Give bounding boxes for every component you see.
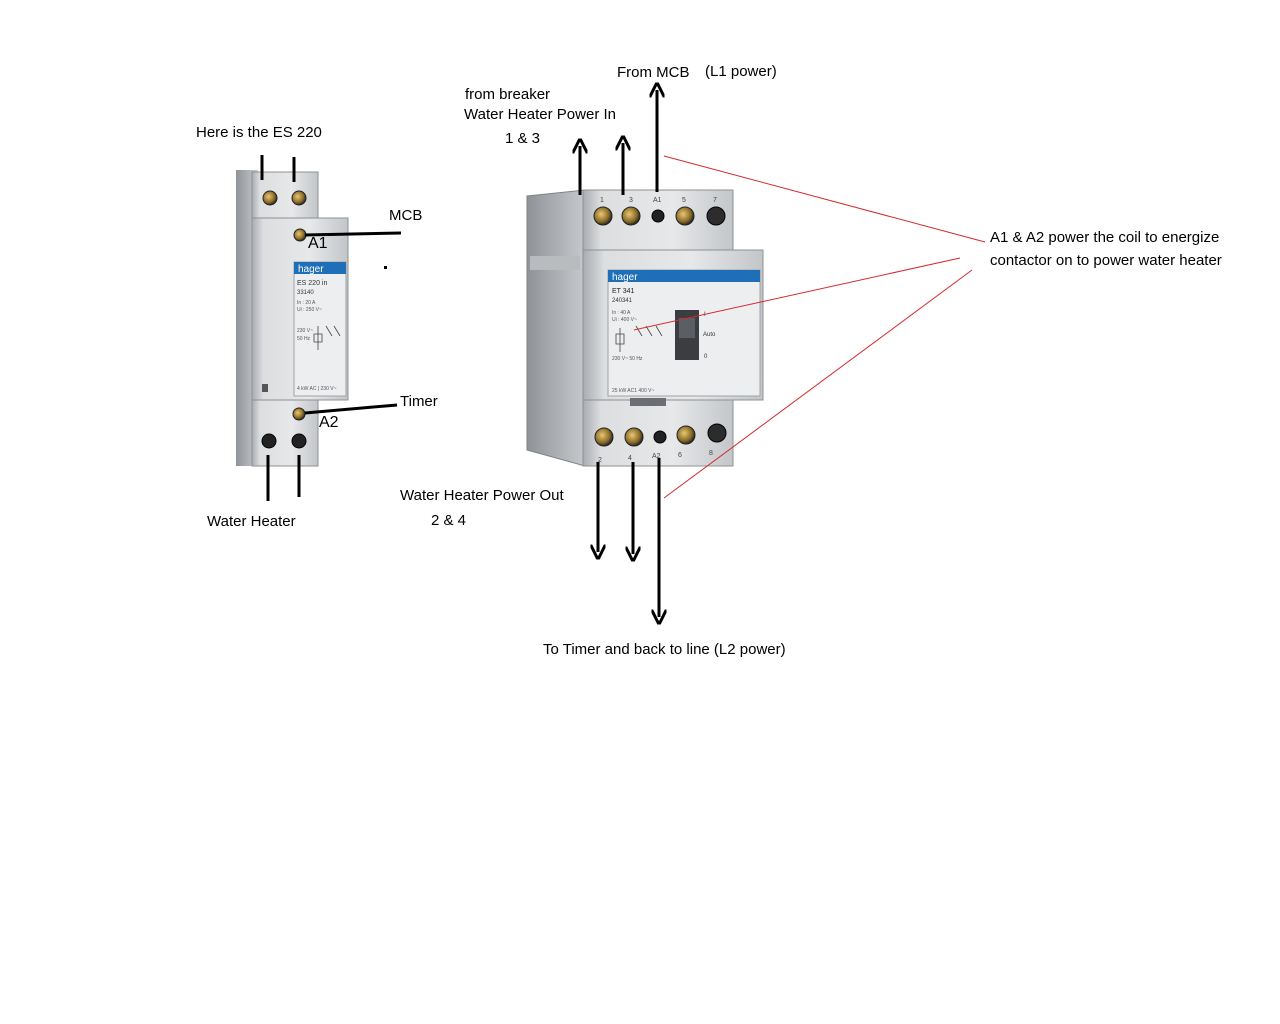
et341-terminal-7 <box>706 206 726 226</box>
es220-screw-a1 <box>293 228 307 242</box>
label-power-in: Water Heater Power In <box>464 106 616 123</box>
et341-terminal-2 <box>594 427 614 447</box>
label-from-mcb: From MCB <box>617 64 690 81</box>
es220-din-slot <box>262 384 268 392</box>
es220-label-a2: A2 <box>319 414 339 431</box>
et341-top-num-3: 3 <box>629 197 633 204</box>
et341-top-terminals: 1 3 A1 5 7 <box>593 197 726 226</box>
es220-brand: hager <box>298 264 324 275</box>
et341-switch-auto: Auto <box>703 332 716 338</box>
et341-bottom-text: 25 kW AC1 400 V~ <box>612 388 654 394</box>
et341-bottom-terminals: 2 4 A2 6 8 <box>594 423 727 464</box>
label-to-timer: To Timer and back to line (L2 power) <box>543 641 786 658</box>
et341-spec-2: Ui : 400 V~ <box>612 317 637 323</box>
label-l1-power: (L1 power) <box>705 63 777 80</box>
es220-wire-mcb <box>304 231 402 237</box>
es220-ref: 33140 <box>297 290 314 296</box>
et341-top-num-a1: A1 <box>653 197 662 204</box>
et341-bottom-num-8: 8 <box>709 450 713 457</box>
et341-switch-off: 0 <box>704 354 708 360</box>
es220-screw-bottom-2 <box>291 433 307 449</box>
annotation-line-a1 <box>663 155 986 243</box>
et341-bottom-num-a2: A2 <box>652 453 661 460</box>
stray-dot <box>384 266 387 269</box>
et341-device: hager ET 341 240341 In : 40 A Ui : 400 V… <box>526 189 764 467</box>
es220-coil-2: 50 Hz <box>297 336 311 342</box>
es220-wires <box>260 155 402 501</box>
es220-label-water-heater: Water Heater <box>207 513 296 530</box>
et341-terminal-4 <box>624 427 644 447</box>
es220-spec-1: In : 20 A <box>297 300 316 306</box>
es220-label-mcb: MCB <box>389 207 422 224</box>
et341-ref: 240341 <box>612 298 633 304</box>
et341-terminal-a2 <box>653 430 667 444</box>
es220-brand-bar <box>294 262 346 274</box>
et341-brand-bar <box>608 270 760 282</box>
label-from-breaker: from breaker <box>465 86 550 103</box>
annotation-line-a2 <box>663 269 973 499</box>
es220-spec-2: Ui : 250 V~ <box>297 307 322 313</box>
et341-side-groove <box>530 256 580 270</box>
es220-screw-top-1 <box>262 190 278 206</box>
es220-screw-top-2 <box>291 190 307 206</box>
et341-schematic <box>615 325 663 352</box>
et341-switch-on: I <box>704 312 706 318</box>
et341-brand: hager <box>612 272 638 283</box>
es220-label-timer: Timer <box>400 393 438 410</box>
es220-label-plate <box>293 261 347 397</box>
es220-coil-1: 230 V~ <box>297 328 313 334</box>
et341-model: ET 341 <box>612 288 635 295</box>
annotation-line-coil <box>633 257 961 331</box>
et341-terminal-1 <box>593 206 613 226</box>
et341-terminal-a1 <box>651 209 665 223</box>
et341-top-num-7: 7 <box>713 197 717 204</box>
et341-din-latch <box>630 398 666 406</box>
et341-top-num-1: 1 <box>600 197 604 204</box>
et341-terminal-3 <box>621 206 641 226</box>
et341-bottom-num-6: 6 <box>678 452 682 459</box>
et341-bottom-num-4: 4 <box>628 455 632 462</box>
annotation-note: A1 & A2 power the coil to energize conta… <box>990 229 1222 269</box>
es220-wire-timer <box>304 403 398 415</box>
es220-model: ES 220 in <box>297 280 327 287</box>
et341-terminal-5 <box>675 206 695 226</box>
es220-screw-a2 <box>292 407 306 421</box>
et341-bottom-num-2: 2 <box>598 457 602 464</box>
et341-top-num-5: 5 <box>682 197 686 204</box>
es220-label-a1: A1 <box>308 235 328 252</box>
label-power-out: Water Heater Power Out <box>400 487 564 504</box>
es220-device: hager ES 220 in 33140 In : 20 A Ui : 250… <box>236 170 349 467</box>
label-out-terminals: 2 & 4 <box>431 512 466 529</box>
et341-spec-1: In : 40 A <box>612 310 631 316</box>
et341-coil: 230 V~ 50 Hz <box>612 356 643 362</box>
es220-bottom-block <box>251 399 319 467</box>
et341-switch-lever <box>679 318 695 338</box>
et341-side <box>526 189 586 467</box>
et341-terminal-6 <box>676 425 696 445</box>
es220-schematic <box>313 325 341 350</box>
es220-bottom-text: 4 kW AC | 230 V~ <box>297 386 337 392</box>
label-in-terminals: 1 & 3 <box>505 130 540 147</box>
annotation-lines <box>633 155 986 499</box>
et341-terminal-8 <box>707 423 727 443</box>
et341-arrows <box>580 90 659 617</box>
es220-title: Here is the ES 220 <box>196 124 322 141</box>
es220-screw-bottom-1 <box>261 433 277 449</box>
